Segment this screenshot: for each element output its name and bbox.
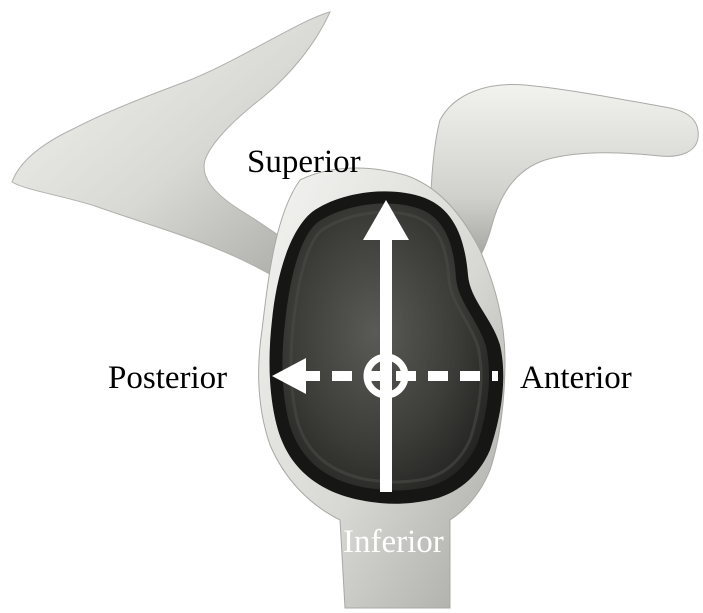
superior-label: Superior [247, 146, 361, 179]
posterior-label: Posterior [108, 362, 227, 395]
inferior-label: Inferior [343, 526, 444, 559]
anterior-label: Anterior [520, 362, 632, 395]
